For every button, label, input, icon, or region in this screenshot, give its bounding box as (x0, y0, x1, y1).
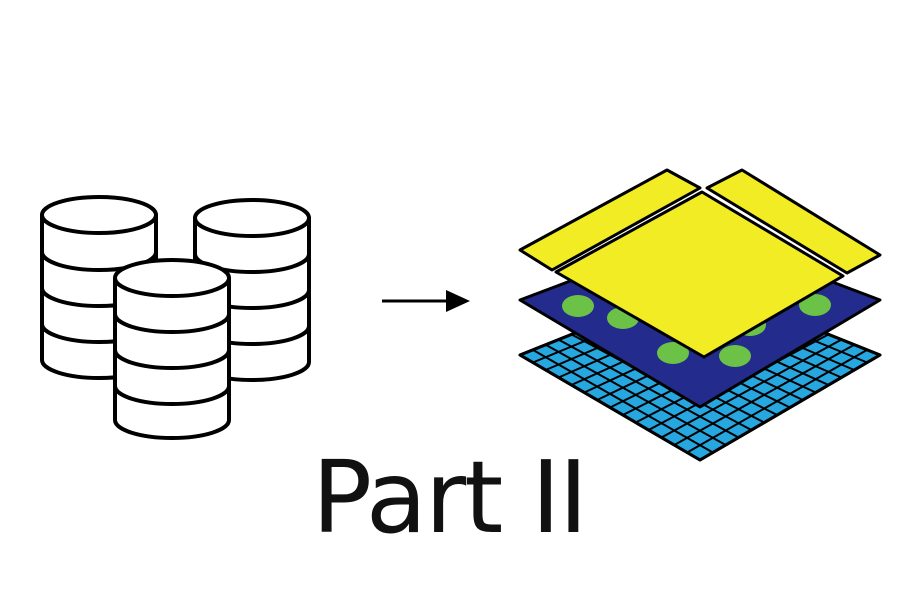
part-label: Part II (311, 439, 588, 556)
grid-line (686, 348, 868, 454)
spot (562, 295, 594, 317)
database-stack-icon (40, 195, 311, 440)
spot-markers (562, 294, 831, 367)
spot (799, 294, 831, 316)
grid-line (673, 343, 855, 446)
database-cylinder-front (113, 258, 231, 440)
parcel-center (554, 190, 845, 359)
grid-line (660, 338, 842, 439)
spot (657, 342, 689, 364)
parcel-left (518, 168, 702, 272)
map-layers-icon (518, 168, 882, 462)
vector-layer (518, 168, 882, 359)
parcel-right (705, 168, 882, 275)
spot (719, 345, 751, 367)
arrow-right-icon (382, 290, 470, 312)
